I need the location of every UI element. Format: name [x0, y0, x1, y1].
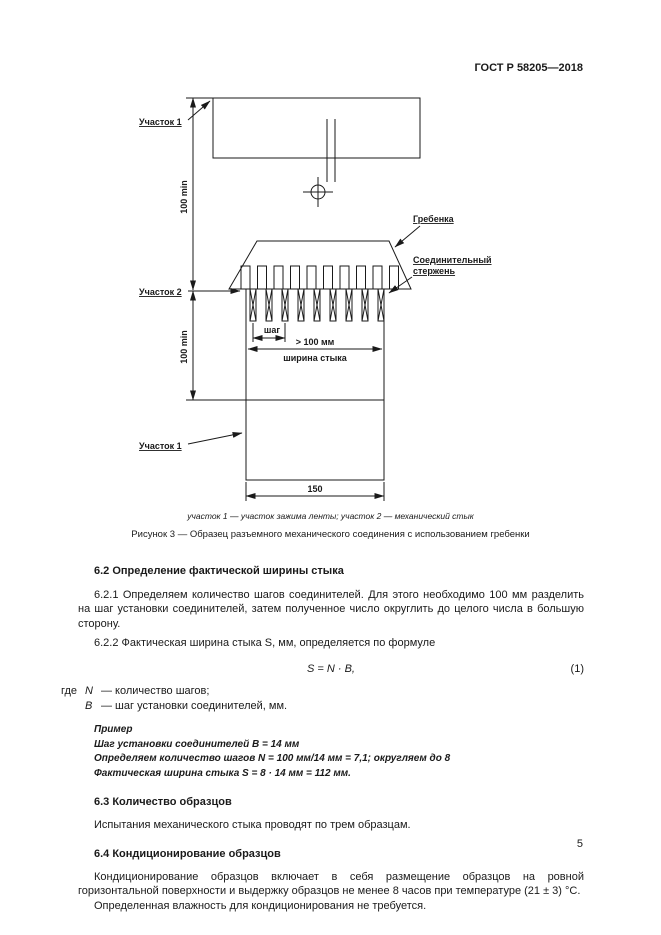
heading-6-2: 6.2 Определение фактической ширины стыка	[94, 565, 344, 577]
callout-section1-bottom: Участок 1	[139, 431, 243, 451]
where-desc-n: — количество шагов;	[101, 685, 210, 698]
pin-hatch	[297, 288, 305, 322]
comb-tooth	[389, 265, 399, 290]
formula-where: где N — количество шагов; В — шаг установки…	[61, 684, 584, 713]
lower-tape	[245, 288, 385, 481]
formula-row: S = N · B, (1)	[78, 662, 584, 677]
figure-caption: Рисунок 3 — Образец разъемного механичес…	[131, 529, 530, 540]
where-line-b: В — шаг установки соединителей, мм.	[61, 699, 584, 714]
label-150: 150	[307, 484, 322, 494]
paragraph-6-2-2: 6.2.2 Фактическая ширина стыка S, мм, оп…	[94, 637, 436, 650]
comb-tooth	[339, 265, 350, 290]
callout-section1-top: Участок 1	[139, 100, 211, 127]
label-step: шаг	[264, 325, 281, 335]
comb-assembly	[228, 240, 412, 290]
pin-hatch	[265, 288, 273, 322]
doc-number: ГОСТ Р 58205—2018	[474, 62, 583, 74]
comb-tooth	[323, 265, 333, 290]
pin-hatch	[249, 288, 257, 322]
left-dimension-top: 100 min	[179, 97, 213, 291]
example-line-3: Фактическая ширина стыка S = 8 · 14 мм =…	[94, 767, 351, 779]
paragraph-6-4-2: Определенная влажность для кондициониров…	[94, 899, 427, 912]
comb-tooth	[257, 265, 267, 290]
connector-pin	[345, 288, 353, 322]
heading-6-4: 6.4 Кондиционирование образцов	[94, 848, 281, 861]
connector-pins	[249, 288, 385, 322]
comb-tooth	[356, 265, 366, 290]
connector-pin	[297, 288, 305, 322]
comb-teeth	[240, 265, 399, 290]
formula-number: (1)	[570, 662, 584, 675]
figure-legend: участок 1 — участок зажима ленты; участо…	[187, 511, 474, 521]
joint-width-dimension: > 100 мм ширина стыка	[247, 337, 383, 363]
pin-hatch	[345, 288, 353, 322]
connector-pin	[281, 288, 289, 322]
label-section1-bottom: Участок 1	[139, 441, 182, 451]
comb-tooth	[372, 265, 383, 290]
callout-connecting-rod: Соединительный стержень	[388, 255, 492, 294]
label-width-value: > 100 мм	[296, 337, 335, 347]
callout-section2: Участок 2	[139, 287, 241, 297]
label-rod-line1: Соединительный	[413, 255, 492, 265]
label-section1-top: Участок 1	[139, 117, 182, 127]
left-dimension-bottom: 100 min	[179, 290, 246, 401]
pin-hatch	[377, 288, 385, 322]
heading-6-3: 6.3 Количество образцов	[94, 796, 232, 809]
where-desc-b: — шаг установки соединителей, мм.	[101, 699, 288, 712]
where-var-b: В	[85, 699, 93, 712]
where-var-n: N	[85, 685, 93, 698]
body-text: 6.2 Определение фактической ширины стыка…	[61, 558, 584, 913]
where-line-n: где N — количество шагов;	[61, 684, 584, 699]
label-rod-line2: стержень	[413, 266, 456, 276]
pin-hatch	[361, 288, 369, 322]
pin-hatch	[313, 288, 321, 322]
connector-pin	[329, 288, 337, 322]
connector-pin	[313, 288, 321, 322]
figure-3-diagram: 100 min Участок 1 Гребенка Соединительны…	[139, 97, 492, 501]
top-clamp	[212, 97, 421, 182]
example-line-1: Шаг установки соединителей В = 14 мм	[94, 738, 300, 750]
page-number: 5	[576, 838, 583, 850]
pin-hatch	[329, 288, 337, 322]
example-title: Пример	[94, 724, 133, 736]
callout-comb: Гребенка	[394, 214, 455, 248]
example-block: Пример Шаг установки соединителей В = 14…	[94, 723, 584, 781]
formula: S = N · B,	[307, 662, 355, 675]
dim-100-min-bottom: 100 min	[179, 330, 189, 364]
comb-tooth	[290, 265, 300, 290]
width-150-dimension: 150	[245, 482, 385, 501]
label-width-caption: ширина стыка	[283, 353, 348, 363]
pin-hatch	[281, 288, 289, 322]
paragraph-6-3: Испытания механического стыка проводят п…	[94, 818, 411, 831]
connector-pin	[265, 288, 273, 322]
comb-tooth	[273, 265, 284, 290]
label-comb: Гребенка	[413, 214, 455, 224]
dim-100-min-top: 100 min	[179, 180, 189, 214]
example-line-2: Определяем количество шагов N = 100 мм/1…	[94, 753, 451, 765]
connector-pin	[377, 288, 385, 322]
comb-tooth	[306, 265, 317, 290]
where-intro: где	[61, 685, 78, 698]
paragraph-6-4-1: Кондиционирование образцов включает в се…	[78, 870, 584, 898]
step-dimension: шаг	[252, 323, 286, 342]
paragraph-6-2-1: 6.2.1 Определяем количество шагов соедин…	[78, 588, 584, 630]
label-section2: Участок 2	[139, 287, 182, 297]
comb-tooth	[240, 265, 251, 290]
center-mark	[303, 177, 333, 207]
connector-pin	[249, 288, 257, 322]
connector-pin	[361, 288, 369, 322]
